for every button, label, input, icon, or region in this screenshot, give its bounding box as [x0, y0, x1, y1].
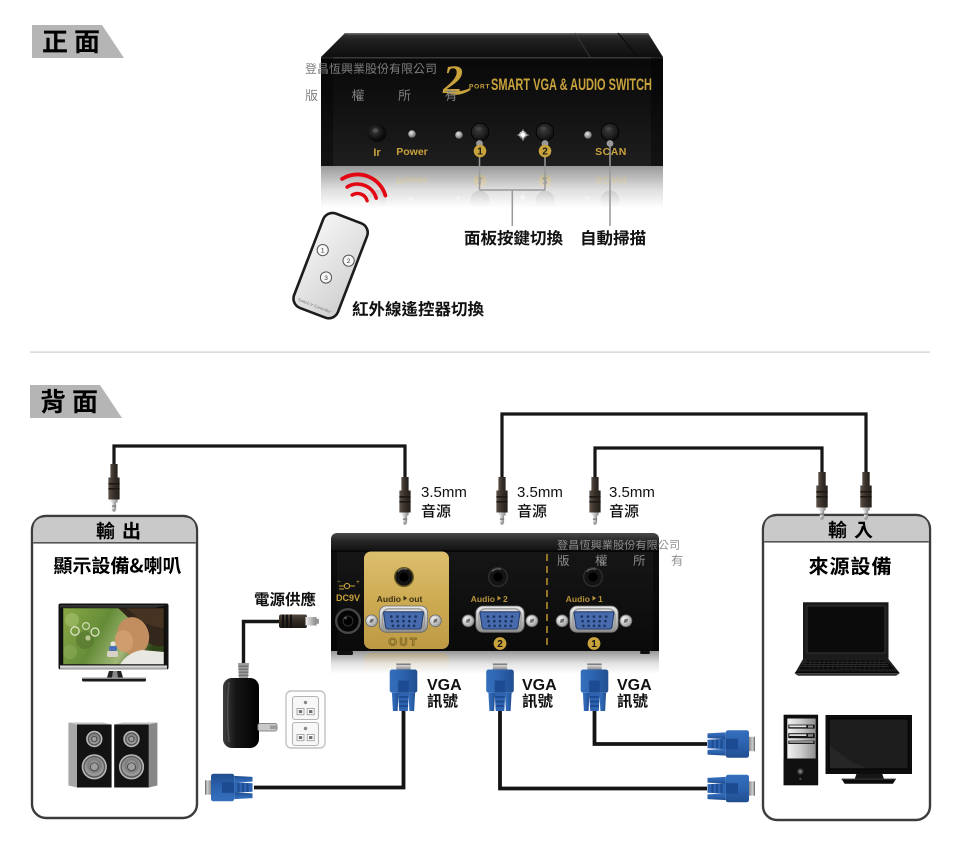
svg-text:out: out [409, 594, 422, 604]
svg-text:VGA: VGA [617, 677, 652, 694]
svg-text:Audio: Audio [471, 594, 495, 604]
svg-text:Ir: Ir [373, 173, 381, 185]
svg-text:SMART VGA & AUDIO SWITCH: SMART VGA & AUDIO SWITCH [491, 75, 652, 94]
svg-text:3.5mm: 3.5mm [517, 484, 563, 501]
svg-text:1: 1 [591, 639, 597, 650]
svg-text:+: + [356, 579, 360, 586]
svg-text:VGA: VGA [522, 677, 557, 694]
svg-text:3: 3 [324, 275, 328, 282]
svg-text:1: 1 [598, 594, 603, 604]
svg-text:Audio: Audio [566, 594, 590, 604]
svg-text:OUT: OUT [388, 637, 419, 649]
svg-text:2: 2 [503, 594, 508, 604]
svg-text:Power: Power [396, 146, 428, 158]
svg-text:2: 2 [497, 639, 503, 650]
svg-text:1: 1 [477, 147, 483, 158]
svg-text:2: 2 [442, 57, 463, 102]
svg-text:2: 2 [542, 147, 548, 158]
svg-text:3.5mm: 3.5mm [609, 484, 655, 501]
svg-text:1: 1 [321, 248, 325, 255]
svg-text:Audio: Audio [377, 594, 401, 604]
svg-text:DC9V: DC9V [336, 593, 360, 603]
svg-text:Ir: Ir [373, 147, 381, 159]
svg-text:PORT: PORT [469, 84, 490, 91]
svg-text:−: − [337, 579, 341, 586]
svg-text:SCAN: SCAN [595, 174, 627, 186]
svg-text:Power: Power [396, 174, 428, 186]
svg-text:SCAN: SCAN [595, 146, 627, 158]
svg-text:2: 2 [347, 258, 351, 265]
svg-text:VGA: VGA [427, 677, 462, 694]
svg-text:3.5mm: 3.5mm [421, 484, 467, 501]
